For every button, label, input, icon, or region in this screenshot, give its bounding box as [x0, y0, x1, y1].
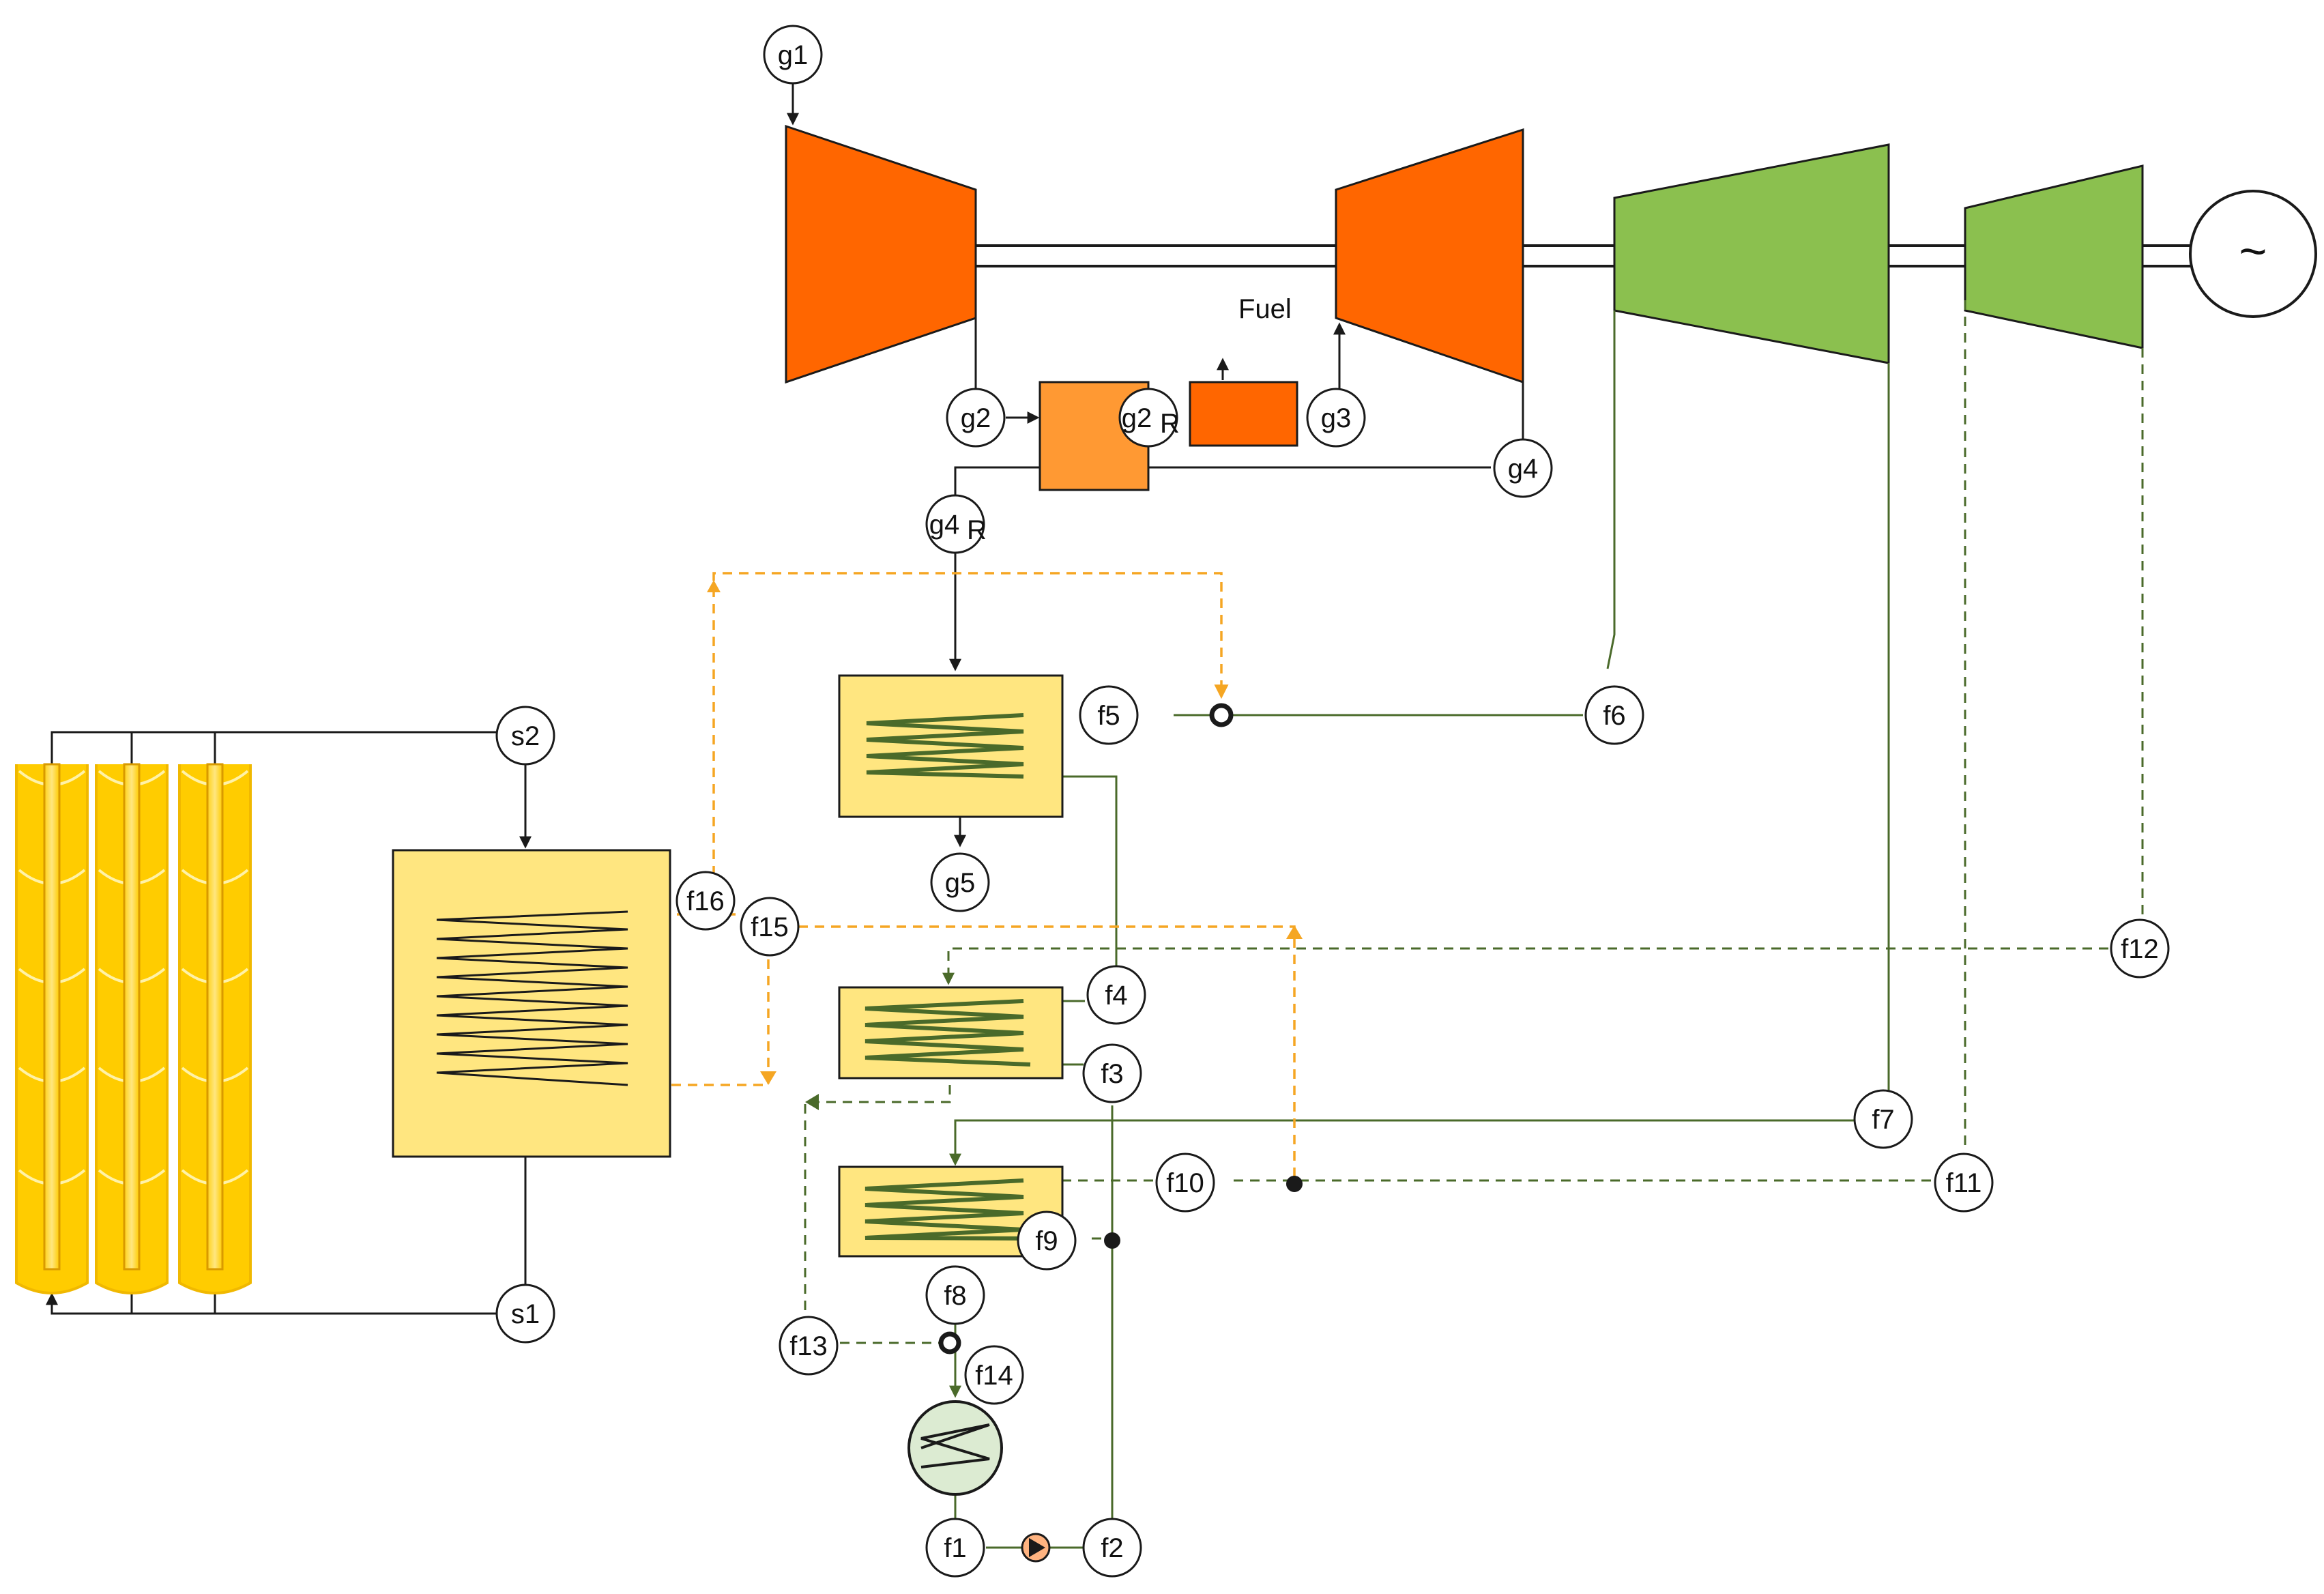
svg-text:g4: g4	[929, 510, 960, 540]
oil-arrow-up-2	[1286, 925, 1303, 939]
svg-text:f16: f16	[686, 886, 725, 916]
svg-text:f7: f7	[1872, 1105, 1894, 1135]
node-g4r: g4 R	[925, 494, 987, 554]
svg-text:f5: f5	[1097, 701, 1120, 731]
node-g5: g5	[930, 852, 990, 912]
node-f2: f2	[1082, 1518, 1142, 1578]
solar-collector-row-2	[95, 763, 169, 1294]
condenser	[907, 1400, 1003, 1496]
solar-collector-row-1	[15, 763, 89, 1294]
svg-text:R: R	[1160, 409, 1180, 439]
node-f8: f8	[925, 1265, 985, 1325]
extraction-lines	[804, 300, 2144, 1344]
solar-collector-row-3	[178, 763, 252, 1294]
node-f4: f4	[1086, 965, 1146, 1025]
svg-text:f10: f10	[1166, 1168, 1204, 1198]
mixer-f5	[1209, 703, 1234, 727]
svg-text:g2: g2	[961, 403, 991, 433]
svg-text:g4: g4	[1508, 454, 1539, 484]
svg-text:f12: f12	[2121, 934, 2159, 964]
splitter-f10	[1286, 1176, 1303, 1192]
svg-text:f14: f14	[975, 1361, 1013, 1391]
pump	[1021, 1533, 1051, 1563]
node-g4: g4	[1493, 438, 1553, 498]
oil-arrow-up-1	[707, 580, 721, 592]
steam-turbine-lp	[1964, 164, 2144, 349]
svg-text:s2: s2	[511, 721, 540, 751]
gas-compressor	[785, 124, 977, 384]
combustor	[1189, 381, 1298, 447]
svg-text:f3: f3	[1101, 1059, 1123, 1089]
svg-text:f11: f11	[1946, 1168, 1982, 1198]
node-f14: f14	[964, 1345, 1024, 1405]
node-f10: f10	[1155, 1153, 1215, 1213]
gas-turbine-expander	[1335, 128, 1524, 384]
node-f15: f15	[740, 897, 800, 957]
node-f11: f11	[1934, 1153, 1994, 1213]
svg-text:f4: f4	[1105, 981, 1127, 1011]
generator: ~	[2189, 190, 2317, 318]
fuel-label: Fuel	[1238, 294, 1292, 324]
svg-text:g3: g3	[1321, 403, 1352, 433]
svg-text:g5: g5	[945, 868, 976, 898]
svg-text:f6: f6	[1603, 701, 1625, 731]
node-f3: f3	[1082, 1043, 1142, 1103]
oil-arrow-down	[760, 1071, 776, 1085]
hrsg-hx-top	[838, 674, 1064, 818]
svg-text:s1: s1	[511, 1299, 540, 1329]
steam-turbine-hp	[1613, 143, 1890, 364]
svg-text:g2: g2	[1122, 403, 1152, 433]
svg-text:f1: f1	[944, 1533, 966, 1563]
svg-text:f13: f13	[789, 1331, 828, 1361]
svg-text:f8: f8	[944, 1281, 966, 1311]
node-f12: f12	[2110, 918, 2170, 979]
node-s2: s2	[495, 706, 555, 766]
node-g1: g1	[763, 25, 823, 85]
solar-heat-exchanger	[392, 849, 671, 1158]
svg-text:g1: g1	[778, 40, 809, 70]
node-g2: g2	[946, 388, 1006, 448]
node-f9: f9	[1017, 1211, 1077, 1271]
shaft	[976, 244, 2190, 267]
node-f7: f7	[1853, 1089, 1913, 1149]
svg-text:R: R	[967, 515, 987, 545]
node-f6: f6	[1584, 685, 1644, 745]
svg-text:f2: f2	[1101, 1533, 1123, 1563]
svg-text:f15: f15	[751, 912, 789, 942]
extraction-arrow	[805, 1094, 819, 1110]
node-f13: f13	[779, 1316, 839, 1376]
water-steam-lines	[949, 310, 1890, 1549]
hrsg-hx-mid	[838, 986, 1064, 1079]
node-f16: f16	[676, 871, 736, 931]
node-g2r: g2 R	[1118, 388, 1180, 448]
node-s1: s1	[495, 1284, 555, 1344]
node-g3: g3	[1306, 388, 1366, 448]
splitter-f9	[1104, 1232, 1120, 1249]
node-f5: f5	[1079, 685, 1139, 745]
mixer-f14	[938, 1331, 961, 1354]
svg-text:f9: f9	[1035, 1226, 1058, 1256]
generator-icon: ~	[2239, 224, 2267, 278]
node-f1: f1	[925, 1518, 985, 1578]
